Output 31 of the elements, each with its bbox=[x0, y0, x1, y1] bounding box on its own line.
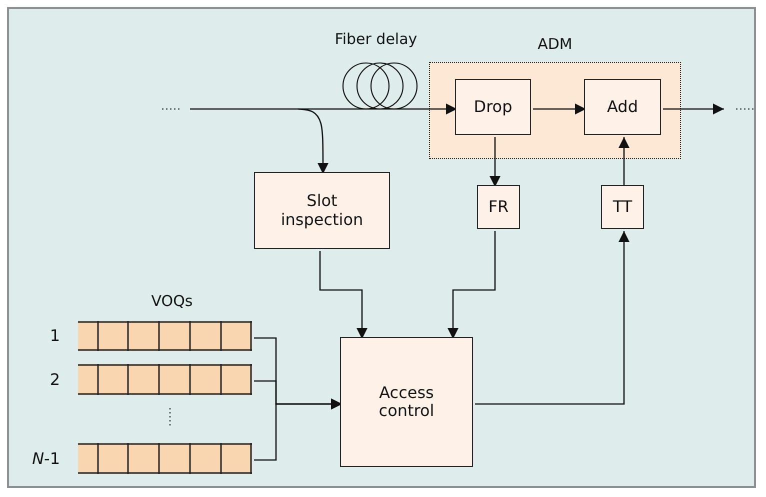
queue-number: N-1 bbox=[32, 448, 60, 468]
arrow bbox=[490, 137, 500, 187]
box-label: Drop bbox=[474, 98, 512, 116]
process-box bbox=[455, 79, 531, 135]
process-box bbox=[340, 337, 473, 467]
queue-number: 2 bbox=[50, 370, 60, 388]
queue-number: 1 bbox=[50, 326, 60, 345]
arrow bbox=[448, 231, 496, 339]
arrow bbox=[618, 137, 630, 187]
queue-bar bbox=[78, 321, 252, 351]
queue-bar bbox=[78, 443, 252, 474]
arrow bbox=[475, 231, 630, 405]
arrow bbox=[298, 108, 328, 174]
box-label: Slot inspection bbox=[280, 192, 364, 229]
box-label: FR bbox=[488, 198, 509, 216]
arrow bbox=[319, 251, 368, 339]
arrow bbox=[663, 104, 724, 114]
arrow bbox=[533, 104, 586, 114]
process-box bbox=[584, 79, 661, 135]
box-label: Access control bbox=[378, 384, 436, 420]
box-label: Add bbox=[607, 98, 638, 116]
process-box bbox=[254, 172, 390, 249]
group-heading: ADM bbox=[536, 36, 574, 54]
arrow bbox=[254, 398, 342, 461]
arrow bbox=[190, 104, 457, 114]
box-label: TT bbox=[612, 198, 632, 216]
queue-bar bbox=[78, 364, 252, 395]
process-box bbox=[601, 185, 644, 229]
component-label: Fiber delay bbox=[334, 30, 418, 48]
group-label: VOQs bbox=[150, 292, 194, 310]
process-box bbox=[477, 185, 520, 229]
